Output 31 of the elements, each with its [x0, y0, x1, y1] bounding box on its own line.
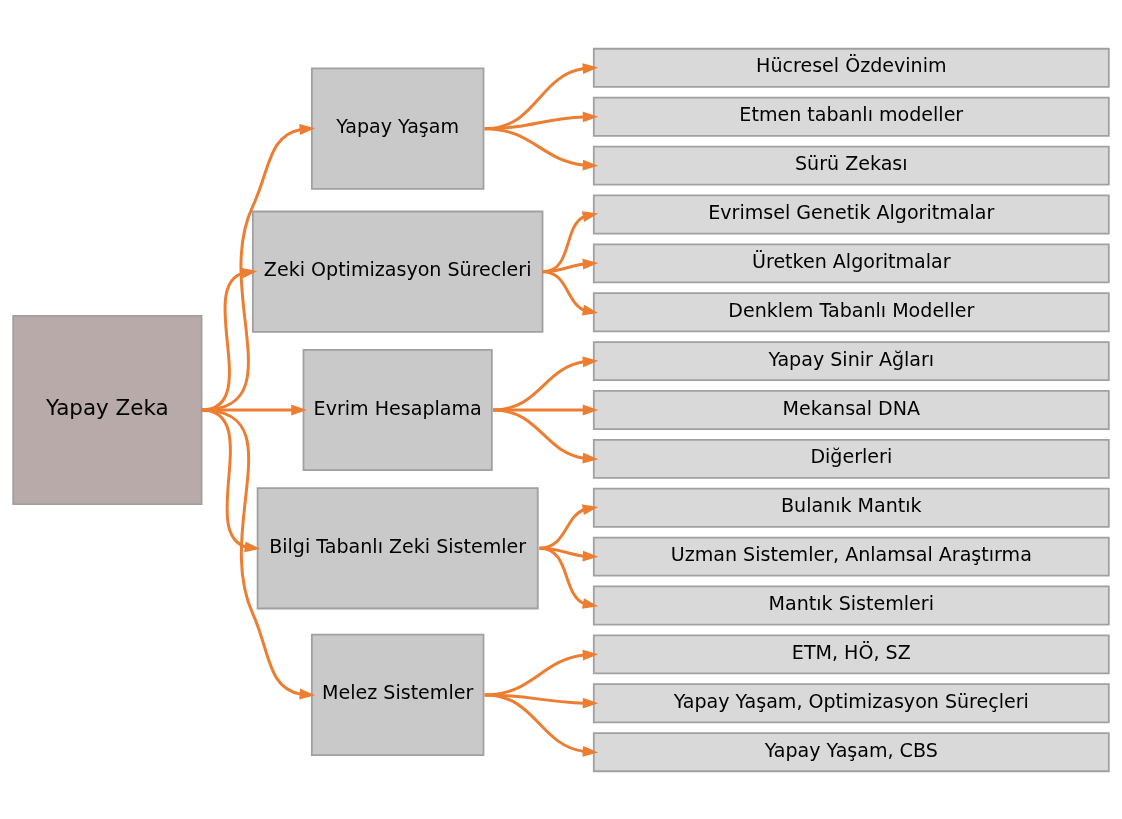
node-box: Yapay Yaşam, CBS [592, 731, 1110, 772]
node-box: Etmen tabanlı modeller [592, 96, 1110, 137]
arrow [201, 408, 316, 699]
arrow [484, 692, 599, 709]
node-box: Üretken Algoritmalar [592, 242, 1110, 283]
node-box: Hücresel Özdevinim [592, 47, 1110, 88]
node-box: Diğerleri [592, 438, 1110, 479]
node-box: Yapay Yaşam [310, 67, 485, 190]
node-box: Bulanık Mantık [592, 487, 1110, 528]
node-box: Mekansal DNA [592, 389, 1110, 430]
node-box: Yapay Yaşam, Optimizasyon Süreçleri [592, 682, 1110, 723]
arrow [492, 408, 599, 464]
node-box: Denklem Tabanlı Modeller [592, 291, 1110, 332]
node-box: Evrim Hesaplama [302, 348, 493, 471]
node-box: Melez Sistemler [310, 633, 485, 756]
node-box: Uzman Sistemler, Anlamsal Araştırma [592, 536, 1110, 577]
arrow [539, 546, 599, 609]
node-box: Bilgi Tabanlı Zeki Sistemler [256, 486, 539, 609]
arrow [201, 267, 258, 411]
arrow [484, 126, 599, 170]
node-box: ETM, HÖ, SZ [592, 633, 1110, 674]
node-box: Zeki Optimizasyon Sürecleri [251, 210, 544, 333]
node-box: Yapay Sinir Ağları [592, 340, 1110, 381]
node-box: Yapay Zeka [12, 314, 203, 505]
arrow [201, 123, 316, 411]
arrow [492, 355, 599, 411]
node-box: Mantık Sistemleri [592, 585, 1110, 625]
arrow [484, 692, 599, 757]
node-box: Evrimsel Genetik Algoritmalar [592, 194, 1110, 234]
node-box: Sürü Zekası [592, 145, 1110, 186]
arrow [542, 269, 599, 315]
